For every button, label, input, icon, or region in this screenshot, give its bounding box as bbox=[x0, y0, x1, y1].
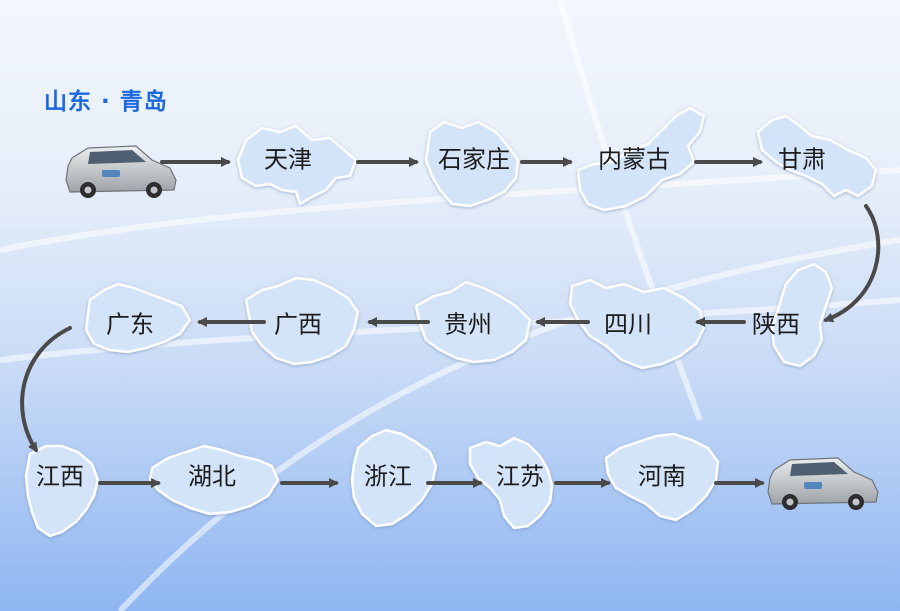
route-stop-label-jiangxi: 江西 bbox=[36, 462, 84, 491]
origin-label: 山东 · 青岛 bbox=[44, 89, 168, 115]
route-stop-label-tianjin: 天津 bbox=[264, 145, 312, 174]
route-arrows bbox=[20, 157, 881, 488]
province-shape-henan bbox=[604, 432, 720, 522]
route-stop-label-guangxi: 广西 bbox=[274, 310, 322, 339]
route-stop-label-guangdong: 广东 bbox=[106, 310, 154, 339]
province-shape-guangdong bbox=[84, 282, 192, 354]
province-shape-jiangsu bbox=[468, 436, 554, 530]
province-shapes bbox=[24, 106, 878, 538]
province-shape-guizhou bbox=[414, 280, 532, 364]
route-stop-label-sichuan: 四川 bbox=[604, 310, 652, 339]
route-stop-label-gansu: 甘肃 bbox=[778, 145, 826, 174]
province-shape-gansu bbox=[756, 114, 878, 198]
route-stop-label-neimenggu: 内蒙古 bbox=[598, 145, 670, 174]
arrow-guangdong-to-jiangxi bbox=[20, 326, 72, 453]
route-stop-label-guizhou: 贵州 bbox=[444, 310, 492, 339]
route-stop-label-hubei: 湖北 bbox=[188, 462, 236, 491]
route-stop-label-zhejiang: 浙江 bbox=[364, 462, 412, 491]
province-shape-zhejiang bbox=[350, 428, 438, 528]
province-shape-sichuan bbox=[568, 278, 706, 370]
province-shape-guangxi bbox=[244, 276, 360, 366]
province-shape-tianjin bbox=[236, 124, 358, 206]
province-shape-jiangxi bbox=[24, 444, 100, 538]
province-shape-neimenggu bbox=[576, 106, 706, 212]
province-shape-shijiazhuang bbox=[424, 120, 520, 208]
arrow-gansu-to-shaanxi bbox=[823, 204, 881, 323]
province-shape-hubei bbox=[148, 444, 280, 516]
route-stop-label-shaanxi: 陕西 bbox=[752, 310, 800, 339]
destination-minivan-icon bbox=[767, 457, 879, 510]
route-stop-label-shijiazhuang: 石家庄 bbox=[438, 145, 510, 174]
route-stop-label-henan: 河南 bbox=[638, 462, 686, 491]
origin-minivan-icon bbox=[65, 145, 177, 198]
province-shape-shaanxi bbox=[770, 262, 834, 368]
route-stop-label-jiangsu: 江苏 bbox=[496, 462, 544, 491]
